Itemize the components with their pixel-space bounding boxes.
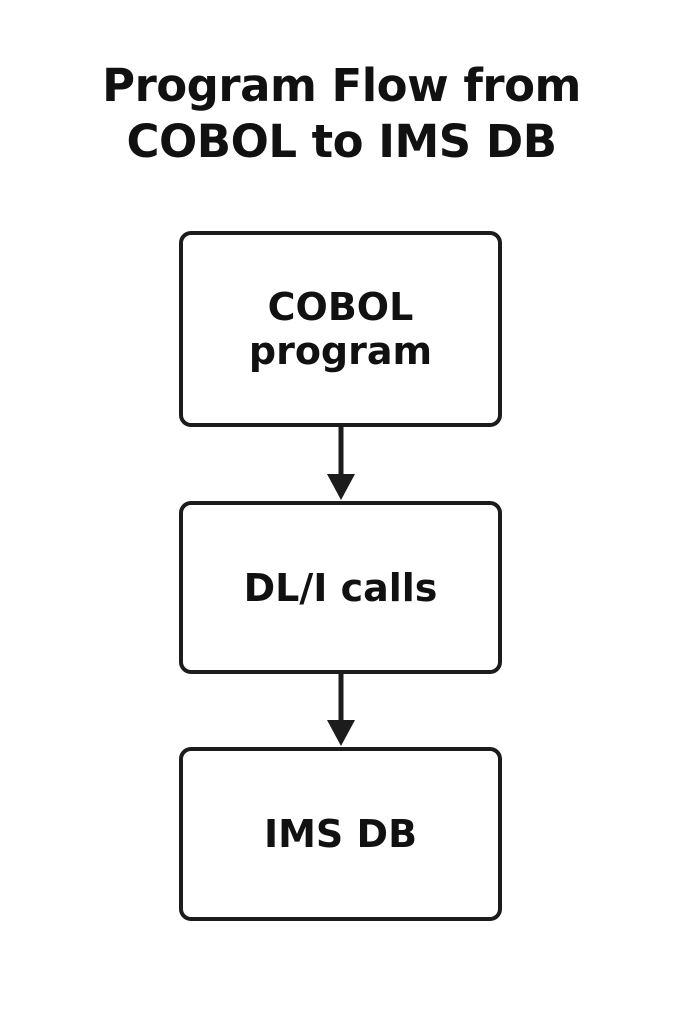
node-ims-label: IMS DB bbox=[263, 812, 418, 856]
arrow-cobol-to-dli bbox=[327, 427, 355, 500]
node-dli-label: DL/I calls bbox=[243, 565, 438, 610]
node-cobol-label-line-1: COBOL bbox=[267, 285, 414, 329]
diagram-title-line-2: COBOL to IMS DB bbox=[126, 115, 557, 168]
node-dli-calls: DL/I calls bbox=[179, 501, 502, 674]
arrow-head-icon bbox=[327, 474, 355, 500]
node-cobol-program: COBOL program bbox=[179, 231, 502, 427]
arrow-dli-to-ims bbox=[327, 674, 355, 746]
diagram-title-line-1: Program Flow from bbox=[102, 59, 581, 112]
diagram-title: Program Flow from COBOL to IMS DB bbox=[0, 58, 683, 170]
node-cobol-label-line-2: program bbox=[248, 329, 433, 373]
node-ims-db: IMS DB bbox=[179, 747, 502, 921]
arrow-head-icon bbox=[327, 720, 355, 746]
